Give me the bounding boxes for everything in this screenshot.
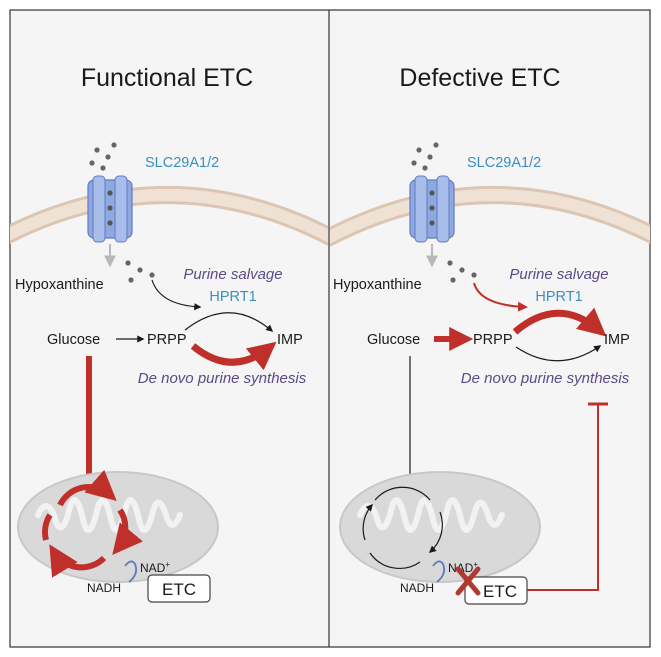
purine-salvage-label: Purine salvage (509, 266, 608, 283)
imp-label: IMP (277, 332, 303, 348)
glucose-label: Glucose (367, 332, 420, 348)
hypoxanthine-dots-extracellular (89, 142, 117, 171)
etc-box-label: ETC (483, 582, 517, 601)
hypoxanthine-label: Hypoxanthine (15, 277, 104, 293)
panel-defective-etc: Defective ETC SLC29A1/2 Hypoxanthine Pur… (330, 64, 650, 605)
etc-defect-x-icon (455, 566, 481, 596)
etc-box-label: ETC (162, 580, 196, 599)
nad-cycle-arrow (124, 560, 138, 583)
hypoxanthine-dots-intracellular (447, 260, 477, 283)
tca-cycle (362, 486, 443, 569)
de-novo-arrow (190, 341, 277, 371)
transporter-slc29a1-2 (87, 175, 133, 243)
nadh-label: NADH (87, 581, 121, 595)
prpp-to-imp-salvage-arrow (184, 312, 274, 332)
hprt1-label: HPRT1 (209, 289, 256, 305)
nad-label: NAD+ (140, 560, 170, 575)
de-novo-label: De novo purine synthesis (461, 370, 630, 387)
etc-inhibition-line (527, 405, 599, 591)
etc-box (147, 574, 211, 603)
tca-cycle (42, 469, 143, 578)
glucose-label: Glucose (47, 332, 100, 348)
mitochondrion (339, 471, 541, 583)
panel-title: Functional ETC (81, 64, 253, 92)
hypoxanthine-label: Hypoxanthine (333, 277, 422, 293)
panel-title: Defective ETC (399, 64, 560, 92)
hprt1-label: HPRT1 (535, 289, 582, 305)
imp-label: IMP (604, 332, 630, 348)
hypoxanthine-to-salvage-arrow (151, 279, 202, 311)
nad-cycle-arrow (432, 560, 446, 583)
prpp-to-imp-salvage-arrow (512, 307, 607, 337)
de-novo-arrow (515, 345, 602, 362)
purine-salvage-label: Purine salvage (183, 266, 282, 283)
hypoxanthine-dots-intracellular (125, 260, 155, 283)
transporter-label: SLC29A1/2 (467, 155, 541, 171)
nadh-label: NADH (400, 581, 434, 595)
prpp-label: PRPP (147, 332, 187, 348)
nad-label: NAD+ (448, 560, 478, 575)
transporter-label: SLC29A1/2 (145, 155, 219, 171)
prpp-label: PRPP (473, 332, 513, 348)
hypoxanthine-to-salvage-arrow (473, 282, 528, 312)
panel-functional-etc: Functional ETC SLC29A1/2 Hypoxanthine Pu (10, 64, 328, 603)
etc-box (464, 576, 528, 605)
hypoxanthine-dots-extracellular (411, 142, 439, 171)
de-novo-label: De novo purine synthesis (138, 370, 307, 387)
transporter-slc29a1-2 (409, 175, 455, 243)
